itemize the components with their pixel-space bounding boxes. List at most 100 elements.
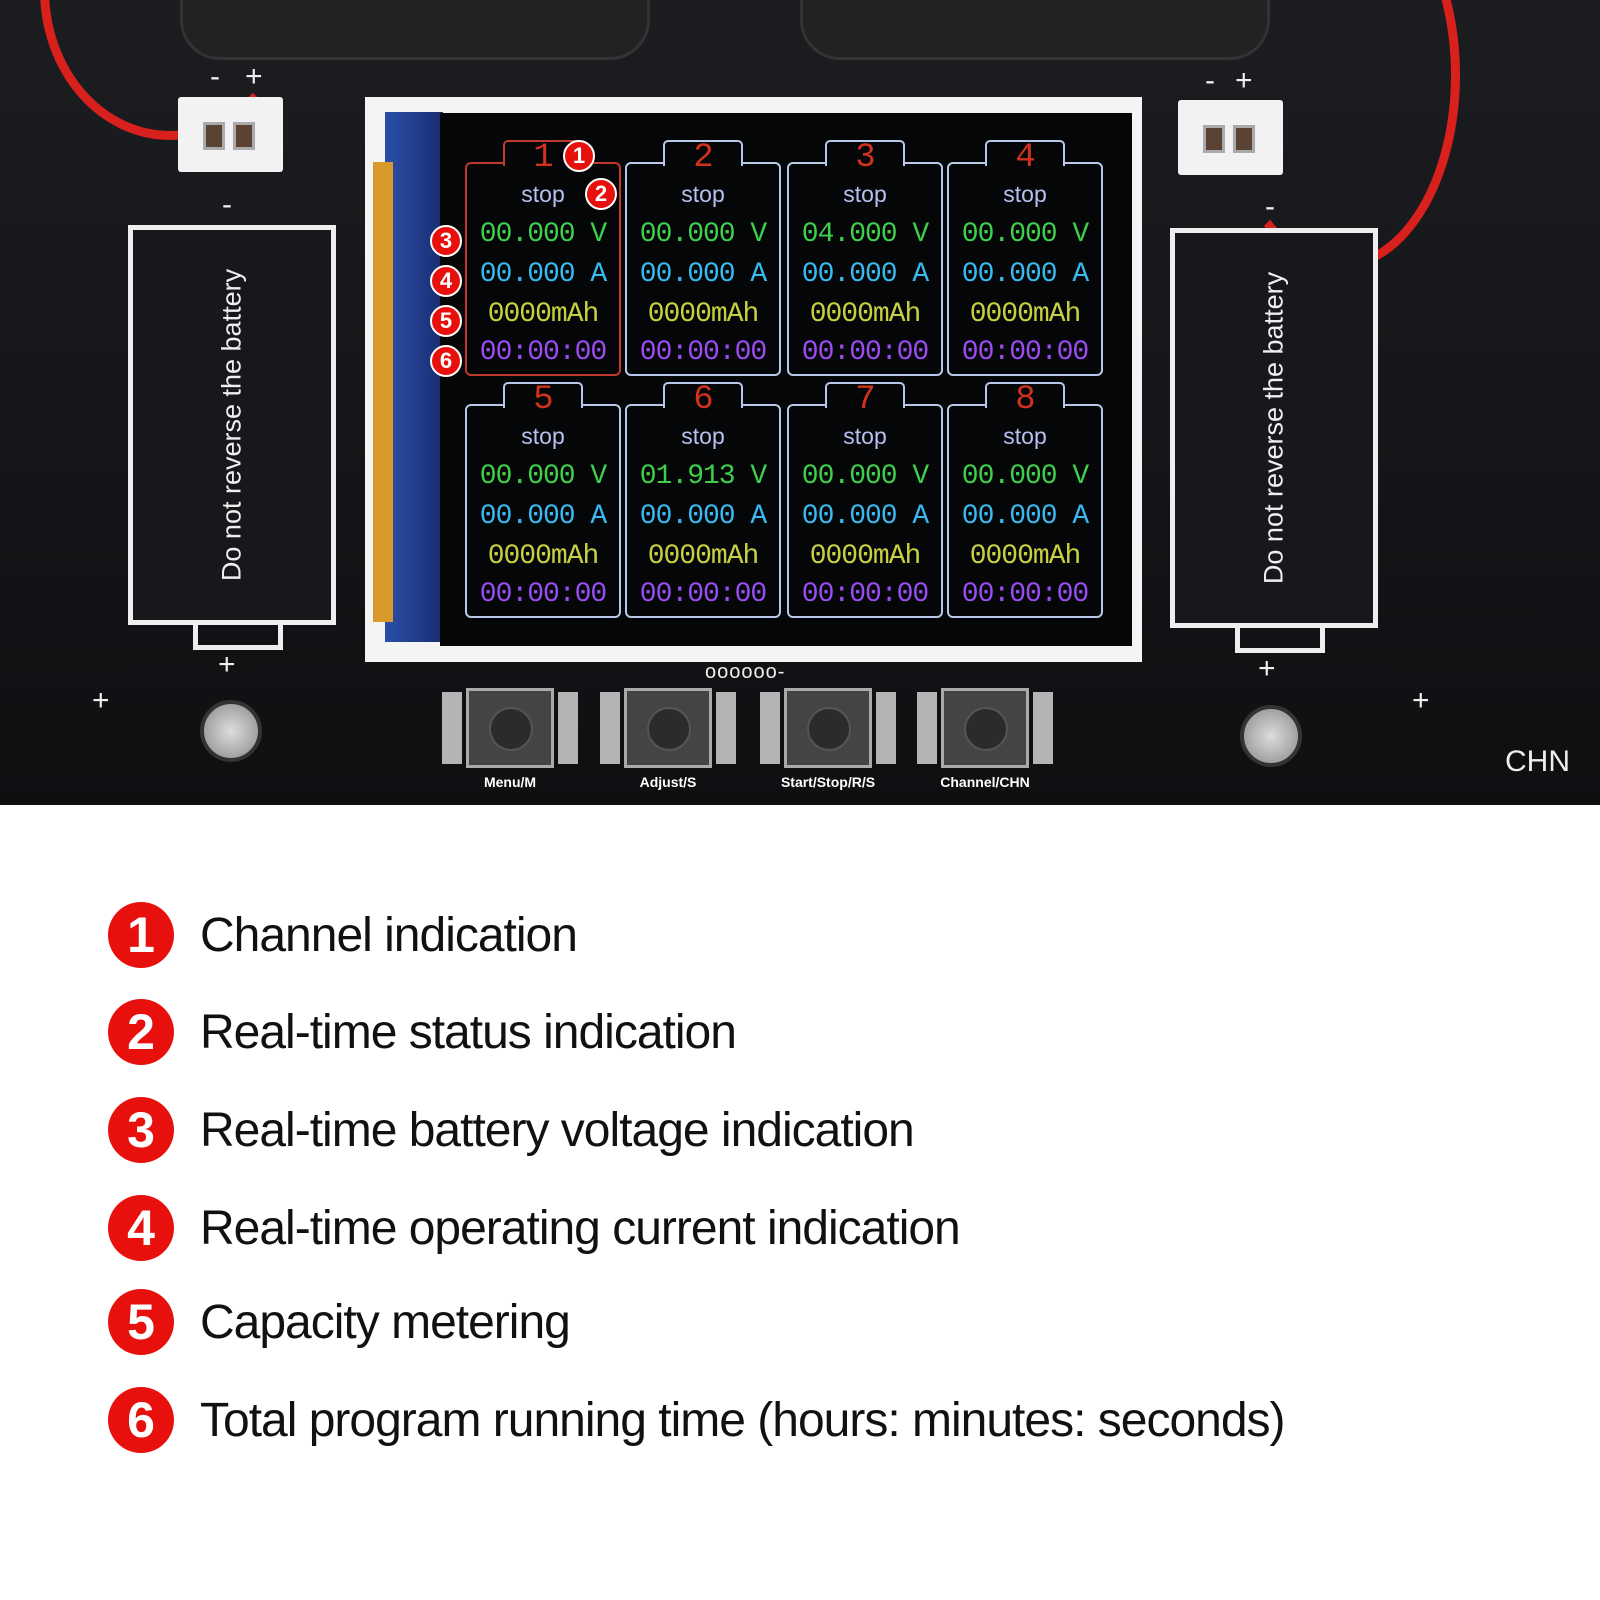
legend-text: Real-time operating current indication — [200, 1201, 961, 1255]
lcd-screen: 1 stop 00.000 V 00.000 A 0000mAh 00:00:00 2 sto… — [440, 113, 1132, 646]
polarity-minus: - — [210, 60, 220, 93]
number-badge-icon: 6 — [108, 1387, 174, 1453]
annotation-marker-1: 1 — [563, 140, 595, 172]
channel-number: 7 — [855, 381, 875, 419]
polarity-plus: + — [1412, 684, 1430, 717]
button-label: Menu/M — [483, 774, 537, 790]
current-readout: 00.000 A — [479, 501, 607, 532]
current-readout: 00.000 A — [961, 501, 1089, 532]
screen-flex-cable — [373, 112, 443, 642]
time-readout: 00:00:00 — [479, 579, 607, 610]
button-label: Start/Stop/R/S — [780, 774, 876, 790]
channel-cell-5: 5 stop 00.000 V 00.000 A 0000mAh 00:00:00 — [465, 381, 621, 618]
number-badge-icon: 1 — [108, 902, 174, 968]
legend-item: 2 Real-time status indication — [108, 997, 737, 1067]
voltage-readout: 00.000 V — [639, 219, 767, 250]
capacity-readout: 0000mAh — [487, 299, 600, 330]
current-readout: 00.000 A — [479, 259, 607, 290]
annotation-marker-6: 6 — [430, 345, 462, 377]
time-readout: 00:00:00 — [479, 337, 607, 368]
channel-status: stop — [681, 181, 725, 207]
channel-number: 2 — [693, 139, 713, 177]
channel-status: stop — [1003, 423, 1047, 449]
number-badge-icon: 5 — [108, 1289, 174, 1355]
tactile-button-2[interactable] — [624, 688, 712, 768]
capacity-readout: 0000mAh — [647, 541, 760, 572]
screw — [200, 700, 262, 762]
channel-status: stop — [843, 423, 887, 449]
channel-status: stop — [521, 181, 565, 207]
button-cap-icon — [647, 707, 691, 751]
channel-number: 6 — [693, 381, 713, 419]
polarity-plus: + — [1235, 64, 1253, 97]
product-photo: - + - + - - + + + + Do not reverse the b… — [0, 0, 1600, 805]
legend-text: Real-time status indication — [200, 1005, 737, 1059]
legend-text: Capacity metering — [200, 1295, 571, 1349]
voltage-readout: 00.000 V — [801, 461, 929, 492]
channel-status: stop — [521, 423, 565, 449]
screw — [1240, 705, 1302, 767]
tactile-button-4[interactable] — [941, 688, 1029, 768]
legend-text: Total program running time (hours: minut… — [200, 1393, 1286, 1447]
channel-number: 5 — [533, 381, 553, 419]
voltage-readout: 00.000 V — [479, 219, 607, 250]
voltage-readout: 01.913 V — [639, 461, 767, 492]
holder-warning: Do not reverse the battery — [216, 268, 247, 582]
polarity-plus: + — [1258, 652, 1276, 685]
channel-status: stop — [1003, 181, 1047, 207]
battery-holder-left: Do not reverse the battery — [128, 225, 336, 650]
annotation-marker-5: 5 — [430, 305, 462, 337]
polarity-plus: + — [245, 60, 263, 93]
time-readout: 00:00:00 — [801, 337, 929, 368]
polarity-minus: - — [1265, 190, 1275, 223]
time-readout: 00:00:00 — [961, 579, 1089, 610]
channel-cell-1: 1 stop 00.000 V 00.000 A 0000mAh 00:00:00 — [465, 139, 621, 376]
button-label: Channel/CHN — [940, 774, 1030, 790]
legend-text: Real-time battery voltage indication — [200, 1103, 915, 1157]
number-badge-icon: 2 — [108, 999, 174, 1065]
button-label: Adjust/S — [639, 774, 697, 790]
connector-left — [178, 97, 283, 172]
corner-label: CHN — [1505, 745, 1570, 778]
current-readout: 00.000 A — [639, 501, 767, 532]
tactile-button-1[interactable] — [466, 688, 554, 768]
number-badge-icon: 4 — [108, 1195, 174, 1261]
button-cap-icon — [964, 707, 1008, 751]
current-readout: 00.000 A — [801, 501, 929, 532]
channel-status: stop — [681, 423, 725, 449]
capacity-readout: 0000mAh — [809, 541, 922, 572]
channel-cell-8: 8 stop 00.000 V 00.000 A 0000mAh 00:00:00 — [947, 381, 1103, 618]
channel-number: 1 — [533, 139, 553, 177]
legend-item: 5 Capacity metering — [108, 1287, 571, 1357]
annotation-marker-3: 3 — [430, 225, 462, 257]
legend-text: Channel indication — [200, 908, 578, 962]
channel-number: 8 — [1015, 381, 1035, 419]
capacity-readout: 0000mAh — [487, 541, 600, 572]
capacity-readout: 0000mAh — [809, 299, 922, 330]
current-readout: 00.000 A — [639, 259, 767, 290]
fan-right — [800, 0, 1270, 60]
voltage-readout: 04.000 V — [801, 219, 929, 250]
button-solder-pads — [917, 692, 1053, 764]
button-solder-pads — [442, 692, 578, 764]
time-readout: 00:00:00 — [639, 579, 767, 610]
holder-warning: Do not reverse the battery — [1258, 271, 1289, 585]
capacity-readout: 0000mAh — [969, 541, 1082, 572]
polarity-plus: + — [218, 648, 236, 681]
button-cap-icon — [807, 707, 851, 751]
legend-item: 6 Total program running time (hours: minu… — [108, 1385, 1286, 1455]
channel-number: 3 — [855, 139, 875, 177]
battery-holder-right: Do not reverse the battery — [1170, 228, 1378, 653]
connector-right — [1178, 100, 1283, 175]
annotation-marker-2: 2 — [585, 178, 617, 210]
voltage-readout: 00.000 V — [479, 461, 607, 492]
channel-cell-6: 6 stop 01.913 V 00.000 A 0000mAh 00:00:00 — [625, 381, 781, 618]
button-solder-pads — [760, 692, 896, 764]
tactile-button-3[interactable] — [784, 688, 872, 768]
button-solder-pads — [600, 692, 736, 764]
voltage-readout: 00.000 V — [961, 461, 1089, 492]
